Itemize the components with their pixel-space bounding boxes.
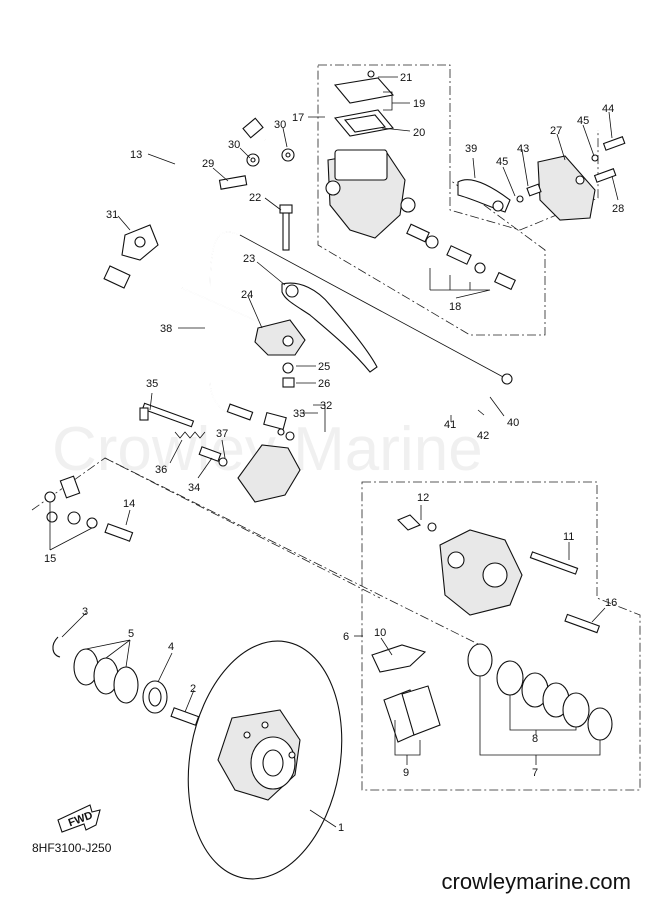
diagram-code: 8HF3100-J250 — [32, 841, 112, 855]
caliper-body — [397, 514, 601, 634]
callout-37: 37 — [216, 428, 228, 440]
callout-labels: 21 19 20 17 13 30 30 29 22 31 23 24 38 2… — [44, 72, 624, 834]
brake-lever — [281, 282, 378, 373]
callout-1: 1 — [338, 822, 344, 834]
disc-key — [170, 707, 200, 726]
callout-30-right: 30 — [274, 119, 286, 131]
brake-disc — [187, 640, 343, 880]
callout-8: 8 — [532, 733, 538, 745]
callout-41: 41 — [444, 419, 456, 431]
callout-39: 39 — [465, 143, 477, 155]
leader-lines — [49, 76, 619, 828]
site-url-link[interactable]: crowleymarine.com — [441, 869, 632, 894]
callout-43: 43 — [517, 143, 529, 155]
callout-11: 11 — [563, 531, 574, 543]
callout-42: 42 — [477, 430, 489, 442]
fwd-arrow-icon: FWD — [57, 804, 101, 833]
callout-5: 5 — [128, 628, 134, 640]
callout-24: 24 — [241, 289, 253, 301]
callout-21: 21 — [400, 72, 412, 84]
callout-25: 25 — [318, 361, 330, 373]
callout-38: 38 — [160, 323, 172, 335]
shims — [52, 636, 168, 714]
callout-19: 19 — [413, 98, 425, 110]
callout-17: 17 — [292, 112, 304, 124]
lever-bracket — [457, 136, 626, 221]
callout-33: 33 — [293, 408, 305, 420]
callout-44: 44 — [602, 103, 614, 115]
washer-25 — [282, 362, 294, 374]
callout-10: 10 — [374, 627, 386, 639]
callout-23: 23 — [243, 253, 255, 265]
callout-40: 40 — [507, 417, 519, 429]
callout-14: 14 — [123, 498, 135, 510]
secondary-caliper — [139, 402, 301, 503]
callout-45-right: 45 — [577, 115, 589, 127]
callout-29: 29 — [202, 158, 214, 170]
lever-holder — [254, 319, 306, 356]
callout-4: 4 — [168, 641, 174, 653]
callout-35: 35 — [146, 378, 158, 390]
hose-clamp — [121, 224, 159, 261]
callout-26: 26 — [318, 378, 330, 390]
callout-7: 7 — [532, 767, 538, 779]
callout-27: 27 — [550, 125, 562, 137]
group-box-caliper — [361, 481, 641, 791]
brake-hose — [30, 85, 267, 525]
callout-28: 28 — [612, 203, 624, 215]
caliper-pistons — [467, 643, 613, 741]
callout-34: 34 — [188, 482, 200, 494]
callout-15: 15 — [44, 553, 56, 565]
callout-2: 2 — [190, 683, 196, 695]
callout-31: 31 — [106, 209, 118, 221]
callout-16: 16 — [605, 597, 617, 609]
brake-pads — [371, 644, 441, 743]
callout-20: 20 — [413, 127, 425, 139]
callout-12: 12 — [417, 492, 429, 504]
frame-line-disc — [31, 457, 491, 651]
banjo-bolt-lower — [44, 491, 134, 542]
callout-45-left: 45 — [496, 156, 508, 168]
master-cylinder — [325, 70, 517, 291]
callout-6: 6 — [343, 631, 349, 643]
callout-36: 36 — [155, 464, 167, 476]
callout-30-left: 30 — [228, 139, 240, 151]
callout-3: 3 — [82, 606, 88, 618]
callout-32: 32 — [320, 400, 332, 412]
nut-26 — [282, 377, 295, 388]
callout-9: 9 — [403, 767, 409, 779]
callout-22: 22 — [249, 192, 261, 204]
callout-18: 18 — [449, 301, 461, 313]
lever-bolt — [279, 204, 293, 251]
callout-13: 13 — [130, 149, 142, 161]
banjo-bolt-upper — [218, 148, 295, 190]
